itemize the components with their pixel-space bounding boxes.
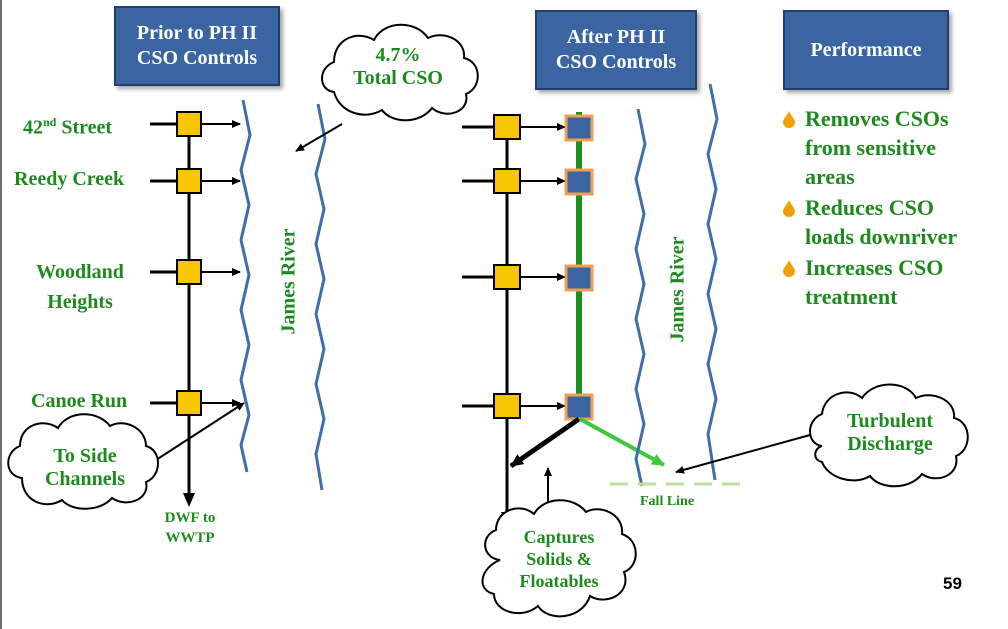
dwf-arrowhead — [183, 493, 195, 507]
right-outfall-3 — [493, 264, 521, 290]
perf-item-1: Removes CSOs from sensitive areas — [781, 104, 1008, 191]
perf-item-2: Reduces CSO loads downriver — [781, 193, 1008, 251]
cloud-total-cso-line2: Total CSO — [353, 67, 443, 89]
cloud-side-line1: To Side — [53, 445, 117, 467]
perf-item-3: Increases CSO treatment — [781, 253, 1008, 311]
cloud-total-cso-line1: 4.7% — [375, 44, 421, 66]
right-outfall-2 — [493, 168, 521, 194]
outfall-reedy — [176, 168, 202, 194]
arrow-green-discharge — [579, 417, 665, 467]
perf-item-3-line2: treatment — [805, 284, 898, 309]
cloud-total-cso — [321, 23, 479, 122]
arrow-total-cso — [295, 123, 343, 152]
label-reedy-creek: Reedy Creek — [14, 168, 125, 190]
perf-item-3-line1: Increases CSO — [805, 255, 944, 280]
treatment-box-4 — [564, 393, 594, 421]
left-river-bank-west — [239, 99, 252, 473]
arrow-side-channels — [155, 402, 245, 461]
drop-bullet-icon — [783, 111, 795, 128]
outfall-woodland — [176, 259, 202, 285]
label-42nd-street: 42nd Street — [23, 110, 112, 141]
right-river-bank-west — [634, 108, 647, 487]
cloud-turbulent-text: Turbulent Discharge — [830, 410, 950, 456]
river-label-right: James River — [666, 236, 689, 343]
arrow-turbulent — [675, 434, 811, 474]
perf-item-2-line1: Reduces CSO — [805, 195, 934, 220]
cloud-turbulent-line1: Turbulent — [847, 410, 933, 432]
cloud-captures-text: Captures Solids & Floatables — [504, 526, 614, 592]
label-woodland-line2: Heights — [47, 291, 113, 313]
perf-item-1-line1: Removes CSOs — [805, 106, 949, 131]
outfall-canoe — [176, 390, 202, 416]
header-after-line2: CSO Controls — [555, 51, 677, 73]
cloud-turbulent-line2: Discharge — [847, 433, 933, 455]
header-prior: Prior to PH II CSO Controls — [114, 6, 280, 86]
treatment-box-1 — [564, 114, 594, 142]
performance-list: Removes CSOs from sensitive areas Reduce… — [781, 104, 1008, 313]
cloud-captures — [481, 499, 637, 618]
perf-item-2-line2: loads downriver — [805, 224, 958, 249]
header-performance: Performance — [783, 10, 949, 90]
treatment-box-2 — [564, 168, 594, 196]
label-canoe-run: Canoe Run — [31, 390, 128, 412]
river-label-left: James River — [277, 228, 300, 335]
cloud-side-channels — [7, 413, 159, 510]
label-42nd-sup: nd — [43, 115, 57, 129]
arrow-captures-solids — [509, 416, 581, 469]
header-prior-line2: CSO Controls — [136, 47, 258, 69]
header-performance-label: Performance — [810, 38, 922, 61]
right-outfall-4 — [493, 393, 521, 419]
outfall-42nd — [176, 111, 202, 137]
drop-bullet-icon — [783, 260, 795, 277]
label-dwf-line2: WWTP — [165, 530, 215, 546]
header-after: After PH II CSO Controls — [535, 10, 697, 90]
header-prior-line1: Prior to PH II — [136, 22, 258, 44]
right-system — [462, 112, 665, 526]
right-river-bank-east — [706, 83, 719, 481]
label-woodland-heights: Woodland Heights — [30, 260, 130, 315]
label-dwf: DWF to WWTP — [150, 508, 230, 548]
label-woodland-line1: Woodland — [36, 261, 124, 283]
cloud-captures-line3: Floatables — [519, 571, 599, 591]
cloud-side-line2: Channels — [44, 468, 126, 490]
cloud-total-cso-text: 4.7% Total CSO — [342, 44, 454, 90]
label-fall-line: Fall Line — [640, 494, 695, 509]
left-river-bank-east — [314, 103, 327, 491]
right-outfall-1 — [493, 114, 521, 140]
cloud-turbulent — [809, 383, 969, 488]
label-42nd-num: 42 — [23, 116, 43, 139]
cloud-side-channels-text: To Side Channels — [30, 445, 140, 491]
drop-bullet-icon — [783, 200, 795, 217]
cloud-captures-line1: Captures — [523, 527, 595, 547]
label-dwf-line1: DWF to — [164, 510, 216, 526]
left-edge-line — [0, 0, 2, 629]
treatment-box-3 — [564, 264, 594, 292]
label-42nd-rest: Street — [56, 116, 113, 139]
header-after-line1: After PH II — [566, 26, 666, 48]
perf-item-1-line3: areas — [805, 164, 855, 189]
left-system — [150, 111, 241, 507]
cloud-captures-line2: Solids & — [526, 549, 592, 569]
perf-item-1-line2: from sensitive — [805, 135, 936, 160]
page-number: 59 — [943, 574, 962, 593]
